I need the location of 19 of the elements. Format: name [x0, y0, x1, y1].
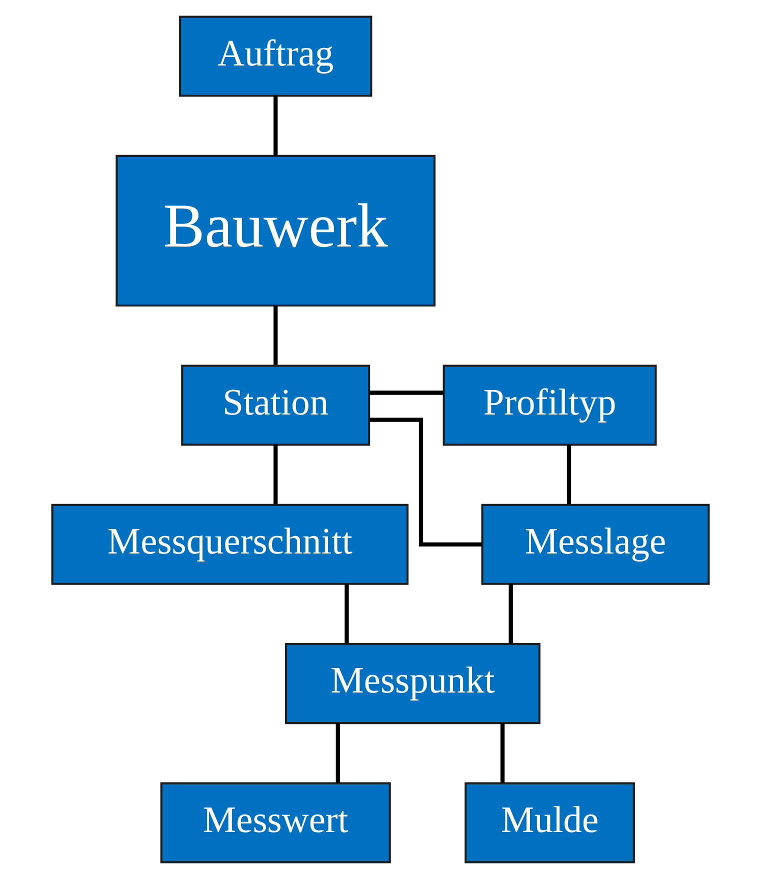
node-box: Messlage	[480, 504, 710, 585]
node-box: Auftrag	[178, 16, 372, 97]
connector	[273, 96, 278, 156]
connector	[273, 306, 278, 365]
connector	[368, 418, 482, 546]
connector	[368, 390, 443, 395]
node-box: Mulde	[464, 782, 634, 864]
node-box: Messquerschnitt	[50, 504, 408, 585]
connector	[500, 723, 504, 783]
node-box: Bauwerk	[115, 154, 436, 307]
connector	[273, 444, 278, 504]
node-box: Messwert	[160, 782, 390, 864]
node-box: Profiltyp	[442, 364, 656, 446]
connector	[566, 444, 571, 504]
connector	[508, 584, 512, 644]
connector	[344, 584, 348, 644]
node-box: Messpunkt	[284, 643, 540, 724]
node-box: Station	[180, 364, 370, 446]
connector	[335, 723, 340, 783]
